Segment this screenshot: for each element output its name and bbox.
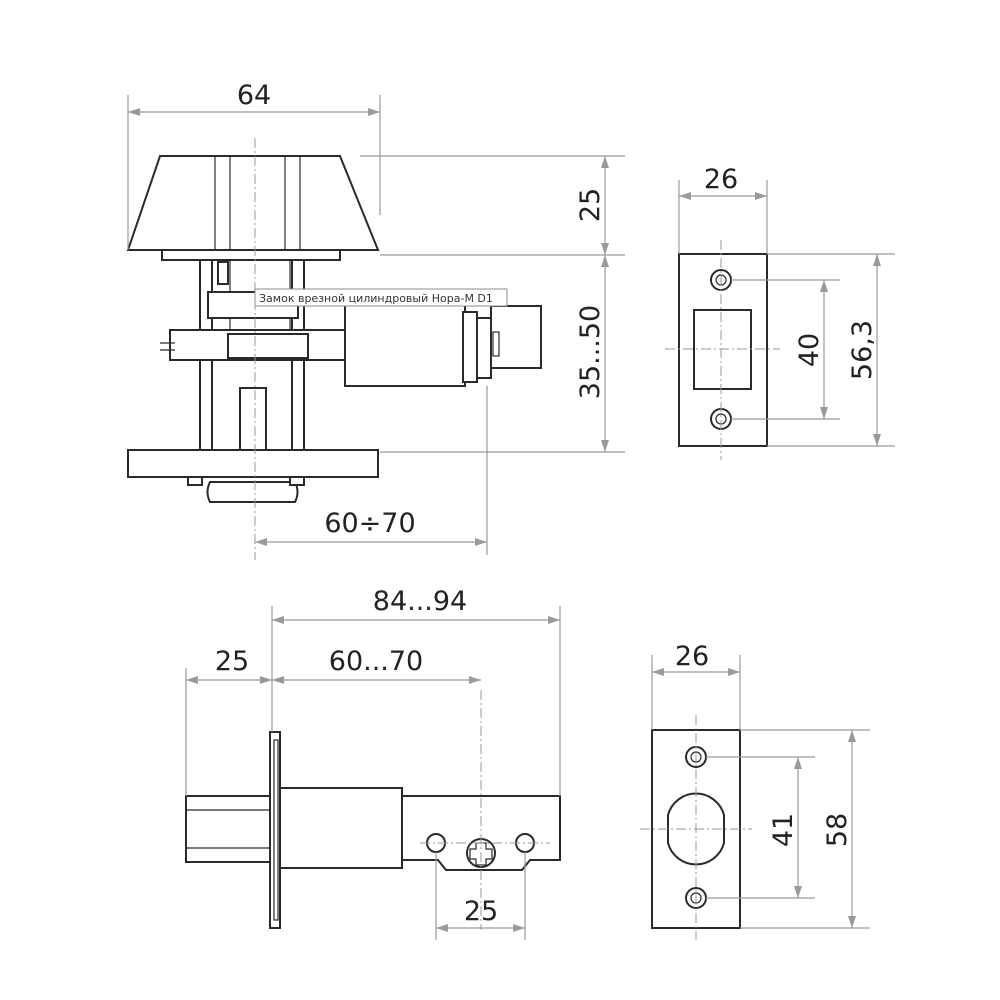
faceplate-view xyxy=(665,240,780,460)
inner-rosette xyxy=(127,449,379,478)
dim-backset-top: 60÷70 xyxy=(255,386,488,555)
dim-faceplate-width: 26 xyxy=(678,164,768,254)
dim-knob-height: 25 xyxy=(360,155,625,256)
tooltip-text: Замок врезной цилиндровый Нора-М D1 xyxy=(259,292,493,305)
dim-latch-length: 84...94 xyxy=(271,586,561,796)
lower-spindle xyxy=(239,387,267,451)
dim-label: 25 xyxy=(215,646,249,677)
dim-door-thickness: 35...50 xyxy=(380,255,625,453)
latch-head xyxy=(185,795,273,863)
dim-label: 41 xyxy=(768,813,799,847)
dim-label: 60÷70 xyxy=(324,508,415,539)
dim-top-width: 64 xyxy=(127,80,381,250)
thumb-turn xyxy=(206,481,299,503)
knob-rosette xyxy=(161,249,341,261)
latch-mechanism xyxy=(160,303,542,387)
dim-strike-height: 58 xyxy=(740,729,870,929)
latch-barrel xyxy=(279,787,403,869)
dim-label: 60...70 xyxy=(329,646,423,677)
dim-label: 25 xyxy=(464,896,498,927)
dim-label: 26 xyxy=(675,641,709,672)
knob-body xyxy=(126,155,380,251)
dim-label: 40 xyxy=(794,333,825,367)
spindle-cross xyxy=(469,842,493,866)
dim-strike-width: 26 xyxy=(651,641,741,730)
dim-strike-holes: 41 xyxy=(706,756,815,899)
dim-latch-backset: 60...70 xyxy=(272,646,481,684)
latch-view xyxy=(185,690,561,930)
dim-label: 64 xyxy=(237,80,271,111)
dim-latch-tail-holes: 25 xyxy=(435,852,526,940)
dim-label: 26 xyxy=(704,164,738,195)
dim-faceplate-height: 56,3 xyxy=(767,253,895,447)
dim-label: 56,3 xyxy=(847,320,878,380)
dim-label: 35...50 xyxy=(575,305,606,399)
dim-faceplate-holes: 40 xyxy=(731,279,840,420)
dim-latch-head: 25 xyxy=(185,646,272,796)
dim-label: 84...94 xyxy=(373,586,467,617)
dim-label: 25 xyxy=(575,188,606,222)
tooltip: Замок врезной цилиндровый Нора-М D1 xyxy=(254,288,508,307)
strike-view xyxy=(640,715,752,940)
lock-assembly-view: Замок врезной цилиндровый Нора-М D1 xyxy=(126,138,542,560)
dim-label: 58 xyxy=(822,813,853,847)
